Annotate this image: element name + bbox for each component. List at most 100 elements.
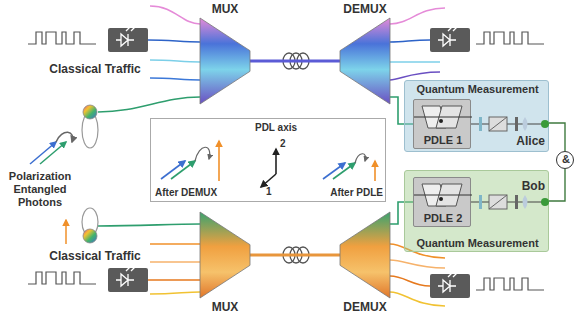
photon-source: [83, 105, 97, 119]
connector: [549, 123, 565, 151]
wdm-channel-wire: [150, 6, 200, 24]
photon-source: [83, 229, 97, 243]
node-text: MUX: [212, 300, 239, 314]
photodiode-box: [116, 27, 135, 46]
label-slot: Classical Traffic: [40, 249, 150, 263]
node-text: MUX: [212, 2, 239, 16]
polarization-arrow: [355, 154, 366, 163]
text-slot: &: [557, 153, 575, 166]
optic-part: [515, 195, 518, 209]
optic-part: [541, 198, 549, 206]
wdm-channel-wire: [150, 292, 200, 294]
text-slot: Bob: [500, 179, 545, 193]
wdm-channel-wire: [148, 279, 200, 281]
free-label: Polarization Entangled Photons: [9, 170, 71, 208]
free-label: 2: [280, 138, 286, 149]
square-wave: [476, 278, 544, 290]
wdm-channel-wire: [148, 40, 200, 42]
node-text: Quantum Measurement: [416, 237, 538, 249]
mux-trapezoid: [200, 18, 250, 104]
text-slot: DEMUX: [336, 2, 394, 16]
photodiode-box: [116, 267, 135, 286]
wdm-channel-wire: [98, 224, 200, 226]
text-slot: Quantum Measurement: [405, 237, 550, 250]
pdle-node: PDLE 2: [413, 177, 471, 227]
photodiode-box: [108, 28, 148, 52]
node-text: PDLE 2: [424, 212, 463, 224]
square-wave: [28, 272, 96, 284]
polarization-arrow: [374, 161, 376, 181]
text-slot: Alice: [500, 134, 545, 148]
photon-source: [65, 220, 67, 244]
optic-part: [541, 120, 549, 128]
pdle-part: [414, 195, 472, 196]
wdm-channel-wire: [150, 60, 200, 62]
text-slot: MUX: [196, 2, 254, 16]
text-slot: PDL axis: [236, 122, 316, 134]
mux-trapezoid: [340, 212, 390, 298]
text-slot: DEMUX: [336, 300, 394, 314]
wdm-channel-wire: [150, 261, 200, 263]
text-slot: MUX: [196, 300, 254, 314]
node-text: Quantum Measurement: [416, 83, 538, 95]
optic-part: [489, 117, 507, 131]
pdle-part: [439, 119, 443, 123]
node-text: DEMUX: [343, 300, 386, 314]
photodiode-box: [108, 27, 470, 298]
photodiode-box: [116, 27, 457, 292]
polarization-arrow: [218, 141, 220, 181]
optic-part: [523, 195, 528, 209]
mux-node: DEMUX: [336, 2, 394, 106]
polarization-arrow: [195, 147, 210, 161]
photodiode-box: [430, 274, 470, 298]
pdle-node: PDLE 1: [413, 99, 471, 149]
wdm-channel-wire: [390, 292, 445, 306]
free-label: 1: [266, 186, 272, 197]
text-slot: PDLE 2: [414, 212, 472, 225]
label-slot: Polarization Entangled Photons: [2, 170, 78, 210]
optic-part: [489, 117, 507, 131]
node-text: &: [562, 153, 570, 165]
node-text: Alice: [516, 134, 545, 148]
panel-node: Quantum Measurement BobPDLE 2: [404, 170, 549, 252]
photodiode-box: [438, 273, 457, 292]
mux-node: MUX: [196, 2, 254, 106]
wdm-channel-wire: [390, 276, 430, 286]
wdm-channel-wire: [390, 72, 440, 80]
text-slot: After DEMUX: [155, 187, 235, 199]
free-label: Classical Traffic: [49, 249, 140, 263]
connector: [549, 169, 565, 201]
optic-part: [489, 195, 507, 209]
optic-part: [471, 201, 545, 202]
polarization-arrow: [275, 149, 277, 174]
text-slot: Quantum Measurement: [405, 83, 550, 96]
panel-node: Quantum MeasurementAlice PDLE 1: [404, 80, 549, 152]
square-wave: [476, 32, 544, 44]
photon-source: [40, 142, 66, 164]
optic-part: [515, 117, 518, 131]
text-slot: PDLE 1: [414, 134, 472, 147]
mux-shape: [336, 2, 394, 106]
node-text: After PDLE: [330, 187, 383, 198]
photodiode-box: [438, 27, 457, 46]
optic-part: [489, 195, 507, 209]
circle-node: &: [556, 151, 574, 169]
wdm-channel-wire: [150, 243, 200, 245]
mux-node: DEMUX: [336, 212, 394, 316]
polarization-arrow: [323, 163, 345, 179]
wdm-channel-wire: [390, 8, 445, 24]
wdm-channel-wire: [98, 6, 445, 306]
mux-node: MUX: [196, 212, 254, 316]
mux-trapezoid: [200, 212, 250, 298]
text-slot: After PDLE: [309, 187, 383, 199]
pdle-part: [439, 197, 443, 201]
wdm-channel-wire: [390, 61, 440, 63]
optic-part: [479, 117, 482, 131]
optic-part: [523, 117, 528, 131]
photon-source: [56, 132, 73, 142]
mux-shape: [196, 2, 254, 106]
wdm-channel-wire: [98, 97, 200, 112]
photodiode-box: [430, 28, 470, 52]
pdle-part: [414, 117, 472, 118]
